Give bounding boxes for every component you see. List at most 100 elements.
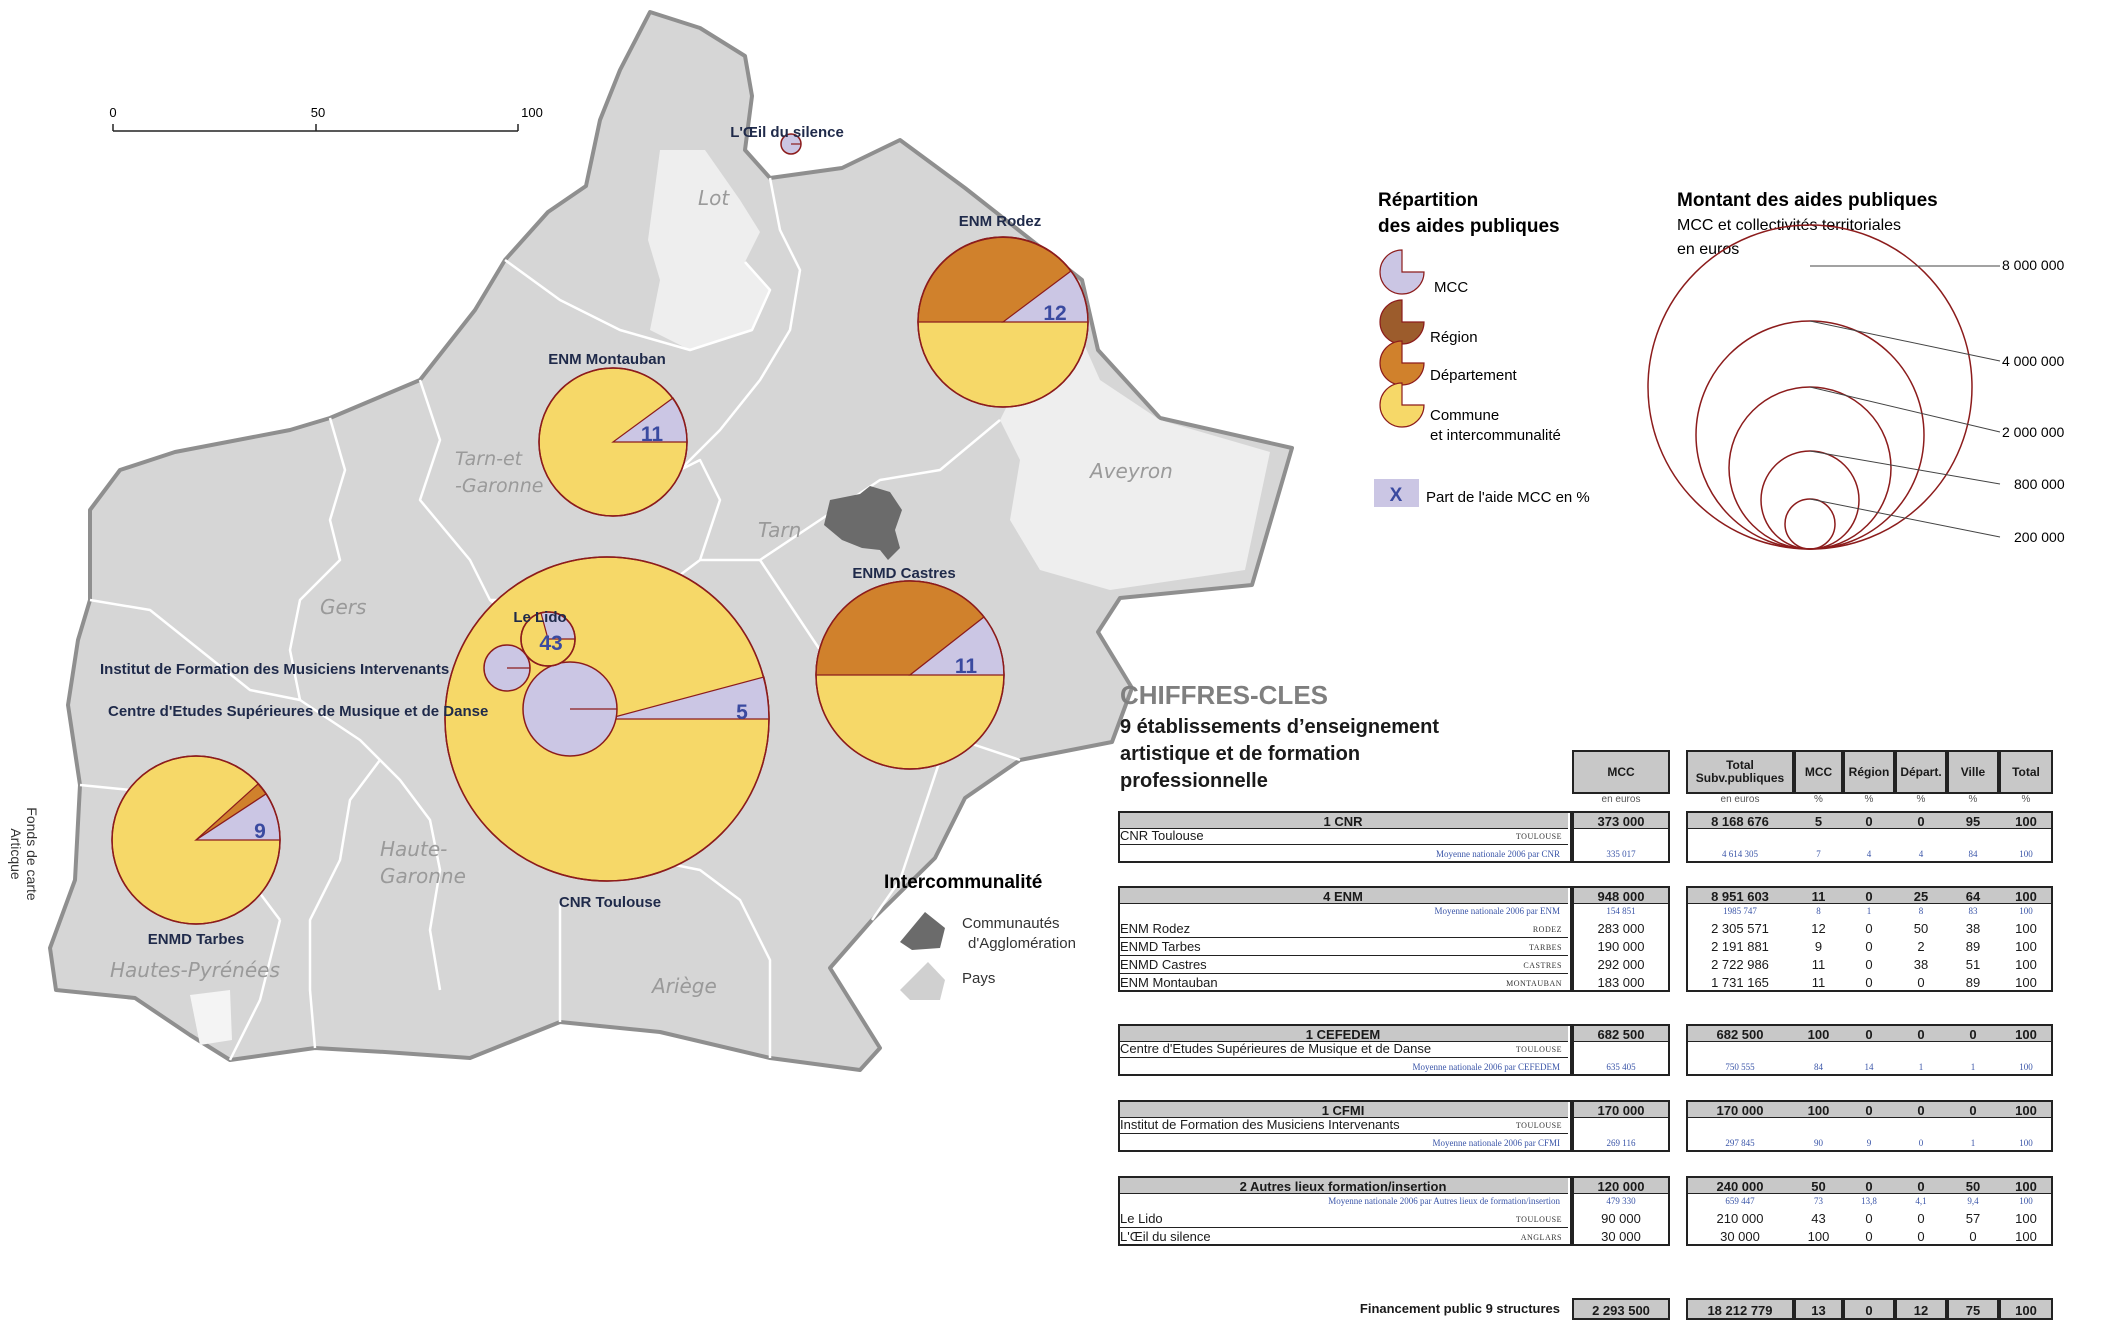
cell-region: 0	[1865, 957, 1873, 972]
cell-depart: 0	[1917, 975, 1925, 990]
row-name: Institut de Formation des Musiciens Inte…	[1120, 1117, 1400, 1132]
cell-total: 100	[2019, 849, 2033, 859]
row-name: 4 ENM	[1323, 889, 1363, 904]
cell-mcc-pct: 73	[1814, 1196, 1823, 1206]
cell-ville: 1	[1970, 1062, 1976, 1072]
pie-enmd-tarbes[interactable]: ENMD Tarbes 9	[111, 755, 281, 948]
row-city: TOULOUSE	[1515, 1215, 1562, 1224]
pie-enm-montauban[interactable]: ENM Montauban 11	[538, 351, 688, 517]
cell-depart: 4,1	[1915, 1196, 1927, 1206]
row-name: ENMD Castres	[1120, 957, 1207, 972]
pie-enmd-castres[interactable]: ENMD Castres 11	[815, 565, 1005, 770]
cell-subv: 750 555	[1725, 1062, 1755, 1072]
row-name: 1 CEFEDEM	[1305, 1027, 1381, 1042]
cell-total: 100	[1999, 1024, 2053, 1042]
cell-ville	[1947, 1116, 1999, 1134]
cell-depart: 8	[1918, 906, 1924, 916]
repartition-title-1: Répartition	[1378, 190, 1478, 211]
cell-mcc-pct: 11	[1811, 975, 1826, 990]
row-city: TOULOUSE	[1515, 1045, 1562, 1054]
row-name-cell: Moyenne nationale 2006 par Autres lieux …	[1118, 1192, 1568, 1210]
dept-label-ariege: Ariège	[650, 974, 717, 998]
pie-cefedem[interactable]: Centre d'Etudes Supérieures de Musique e…	[108, 661, 618, 757]
total-row: Financement public 9 structures 2 293 50…	[1118, 1298, 2093, 1320]
cell-depart: 4	[1918, 849, 1924, 859]
row-name: Moyenne nationale 2006 par CEFEDEM	[1412, 1062, 1560, 1072]
row-city: TOULOUSE	[1515, 832, 1562, 841]
cell-region: 1	[1866, 906, 1872, 916]
pie-label-cnr: CNR Toulouse	[559, 894, 661, 911]
cell-ville: 84	[1968, 849, 1978, 859]
size-legend-8m: 8 000 000	[2002, 257, 2064, 273]
pie-oeil-du-silence[interactable]: L'Œil du silence	[730, 124, 844, 155]
pie-label-cefedem: Centre d'Etudes Supérieures de Musique e…	[108, 703, 488, 720]
cell-region: 9	[1866, 1138, 1872, 1148]
unit-mcc-euros: en euros	[1601, 794, 1641, 805]
scale-bar: 0 50 100	[109, 105, 543, 132]
table-row: Institut de Formation des Musiciens Inte…	[1118, 1116, 2093, 1134]
size-legend-leaders	[1809, 265, 2001, 538]
row-name: CNR Toulouse	[1120, 828, 1204, 843]
cell-ville: 51	[1965, 957, 1981, 972]
cell-mcc-pct: 90	[1814, 1138, 1823, 1148]
legend-x-desc: Part de l'aide MCC en %	[1426, 489, 1590, 506]
legend-commune: Commune et intercommunalité	[1379, 382, 1561, 444]
pie-label-montauban: ENM Montauban	[548, 351, 666, 368]
interco-agglo-2: d'Agglomération	[968, 935, 1076, 952]
size-legend-800k: 800 000	[2014, 476, 2065, 492]
row-name: Moyenne nationale 2006 par CNR	[1436, 849, 1560, 859]
cell-ville: 38	[1965, 921, 1981, 936]
cell-mcc: 30 000	[1601, 1229, 1641, 1244]
panel-title: CHIFFRES-CLES	[1120, 680, 1328, 710]
row-name: L'Œil du silence	[1120, 1229, 1211, 1244]
total-mcc: 2 293 500	[1572, 1298, 1670, 1320]
cell-mcc: 90 000	[1601, 1211, 1641, 1226]
cell-subv: 1985 747	[1723, 906, 1757, 916]
col-header-region: Région	[1843, 750, 1895, 794]
cell-mcc-pct	[1794, 827, 1843, 845]
cell-total: 100	[2019, 906, 2033, 916]
dept-label-tarn-et-1: Tarn-et	[455, 448, 524, 470]
cell-mcc: 335 017	[1606, 849, 1636, 859]
cell-subv: 30 000	[1720, 1229, 1760, 1244]
cell-depart: 38	[1913, 957, 1929, 972]
size-legend-4m: 4 000 000	[2002, 353, 2064, 369]
pie-label-rodez: ENM Rodez	[959, 213, 1042, 230]
scale-tick-100: 100	[521, 105, 543, 120]
row-city: MONTAUBAN	[1506, 979, 1562, 988]
cell-mcc-pct: 11	[1811, 957, 1826, 972]
lot-light-area	[648, 150, 770, 350]
cell-subv: 2 305 571	[1711, 921, 1769, 936]
cell-ville	[1947, 1040, 1999, 1058]
cell-subv: 4 614 305	[1722, 849, 1758, 859]
pie-le-lido[interactable]: Le Lido 43	[513, 609, 576, 667]
total-region: 0	[1843, 1298, 1895, 1320]
interco-title: Intercommunalité	[884, 872, 1042, 893]
total-subv: 18 212 779	[1686, 1298, 1794, 1320]
cell-mcc-pct: 43	[1811, 1211, 1826, 1226]
cell-mcc-pct	[1794, 1040, 1843, 1058]
pie-pct-lido: 43	[539, 632, 562, 655]
cell-ville: 57	[1965, 1211, 1981, 1226]
row-name: ENM Rodez	[1120, 921, 1191, 936]
pie-enm-rodez[interactable]: ENM Rodez 12	[917, 213, 1089, 408]
row-name: ENM Montauban	[1120, 975, 1218, 990]
pie-cfmi[interactable]: Institut de Formation des Musiciens Inte…	[100, 644, 531, 692]
legend-departement: Département	[1379, 340, 1518, 386]
pie-label-lido: Le Lido	[513, 609, 566, 626]
cell-mcc-pct: 100	[1807, 1229, 1830, 1244]
montant-sub-1: MCC et collectivités territoriales	[1677, 217, 1901, 234]
map-credit: Fonds de carte Articque	[8, 807, 40, 901]
size-legend-2m: 2 000 000	[2002, 424, 2064, 440]
cell-depart: 50	[1913, 921, 1929, 936]
pie-pct-castres: 11	[955, 655, 978, 678]
cell-region: 4	[1866, 849, 1872, 859]
legend-departement-label: Département	[1430, 367, 1518, 384]
cell-total: 100	[2015, 975, 2037, 990]
row-city: TARBES	[1528, 943, 1562, 952]
